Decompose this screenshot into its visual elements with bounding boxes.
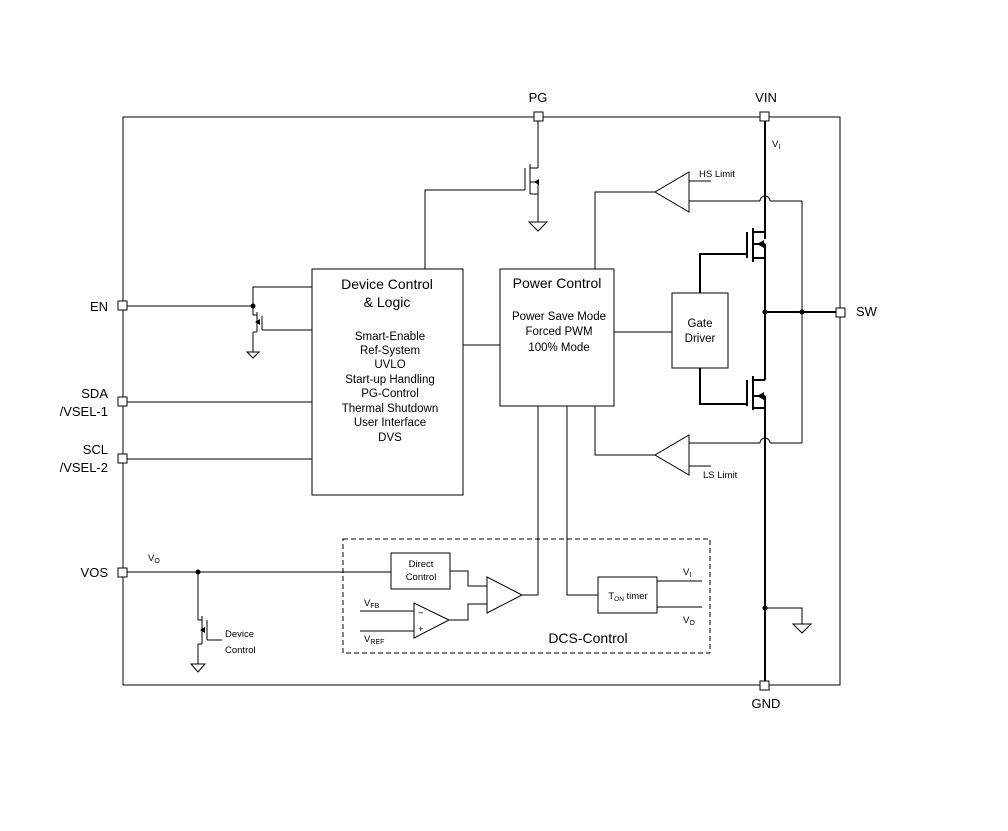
pin-pg: [533, 111, 544, 122]
amp-minus: −: [418, 608, 424, 619]
pc-item: 100% Mode: [528, 342, 589, 354]
ground-icon: [527, 221, 549, 232]
wire: [450, 570, 487, 587]
pin-sw: [835, 307, 846, 318]
ton-timer-block: [597, 576, 658, 614]
device-control-title: Device Control: [341, 276, 433, 292]
pin-sda: [117, 396, 128, 407]
pin-label-scl: SCL: [83, 442, 108, 457]
vref-label: VREF: [364, 634, 384, 646]
pin-vin: [759, 111, 770, 122]
timer-vo-label: VO: [683, 615, 695, 627]
hs-limit-label: HS Limit: [699, 169, 735, 180]
vfb-label: VFB: [364, 598, 380, 610]
pin-label-sda: SDA: [81, 386, 108, 401]
timer-vi-label: VI: [683, 567, 691, 579]
ton-timer-label: TON timer: [608, 591, 647, 603]
wire-crossover: [759, 195, 771, 202]
pin-label-vos: VOS: [81, 565, 109, 580]
fet-arrow: [757, 240, 764, 248]
dc-item: User Interface: [354, 417, 426, 429]
wire: [566, 406, 598, 596]
ground-icon: [245, 351, 261, 359]
amp-plus: +: [418, 624, 424, 635]
pin-vos: [117, 567, 128, 578]
ls-limit-comparator: [654, 434, 690, 476]
pin-label-pg: PG: [529, 90, 548, 105]
wire: [594, 406, 655, 456]
fet-arrow: [200, 627, 205, 633]
dc-item: Ref-System: [360, 345, 420, 357]
dc-item: Thermal Shutdown: [342, 403, 439, 415]
fet-arrow: [757, 392, 764, 400]
comparator: [486, 576, 524, 614]
dc-item: UVLO: [374, 359, 405, 371]
pin-label-gnd: GND: [752, 696, 781, 711]
vo-label: VO: [148, 553, 160, 565]
dc-item: Smart-Enable: [355, 331, 425, 343]
pin-label-en: EN: [90, 299, 108, 314]
gate-driver-block: [671, 292, 729, 369]
dc-item: PG-Control: [361, 388, 419, 400]
dcs-control-label: DCS-Control: [548, 630, 627, 646]
dc-item: Start-up Handling: [345, 374, 435, 386]
hs-limit-comparator: [654, 171, 690, 213]
wire-crossover: [759, 437, 771, 444]
fet-arrow: [255, 319, 260, 325]
pin-label-sw: SW: [856, 304, 878, 319]
ls-gate-wire: [699, 368, 747, 405]
direct-control-label-2: Control: [406, 572, 437, 583]
gate-driver-label-2: Driver: [685, 333, 716, 345]
pin-gnd: [759, 680, 770, 691]
pc-item: Power Save Mode: [512, 311, 606, 323]
pin-label-vsel1: /VSEL-1: [60, 404, 108, 419]
ls-limit-label: LS Limit: [703, 470, 738, 481]
pin-label-vin: VIN: [755, 90, 777, 105]
hs-gate-wire: [699, 253, 747, 293]
direct-control-block: [390, 552, 451, 590]
device-control-label-1: Device: [225, 629, 254, 640]
wire: [765, 607, 803, 624]
direct-control-label-1: Direct: [409, 559, 434, 570]
ground-icon: [791, 623, 813, 634]
device-control-label-2: Control: [225, 645, 256, 656]
device-control-block: [311, 268, 464, 496]
error-amplifier: [413, 602, 451, 639]
pin-en: [117, 300, 128, 311]
power-control-title: Power Control: [513, 275, 602, 291]
device-control-subtitle: & Logic: [364, 294, 411, 310]
dc-item: DVS: [378, 432, 402, 444]
wire: [252, 286, 312, 306]
ground-icon: [189, 663, 207, 673]
power-control-block: [499, 268, 615, 407]
wire: [449, 603, 487, 621]
pin-scl: [117, 453, 128, 464]
gate-driver-label-1: Gate: [688, 318, 713, 330]
wire: [424, 189, 525, 269]
vi-label: VI: [772, 139, 780, 151]
wire: [522, 406, 539, 596]
dcs-control-box: [342, 538, 711, 654]
pc-item: Forced PWM: [525, 326, 592, 338]
wire: [594, 191, 655, 269]
ic-outline: [122, 116, 841, 686]
pin-label-vsel2: /VSEL-2: [60, 460, 108, 475]
